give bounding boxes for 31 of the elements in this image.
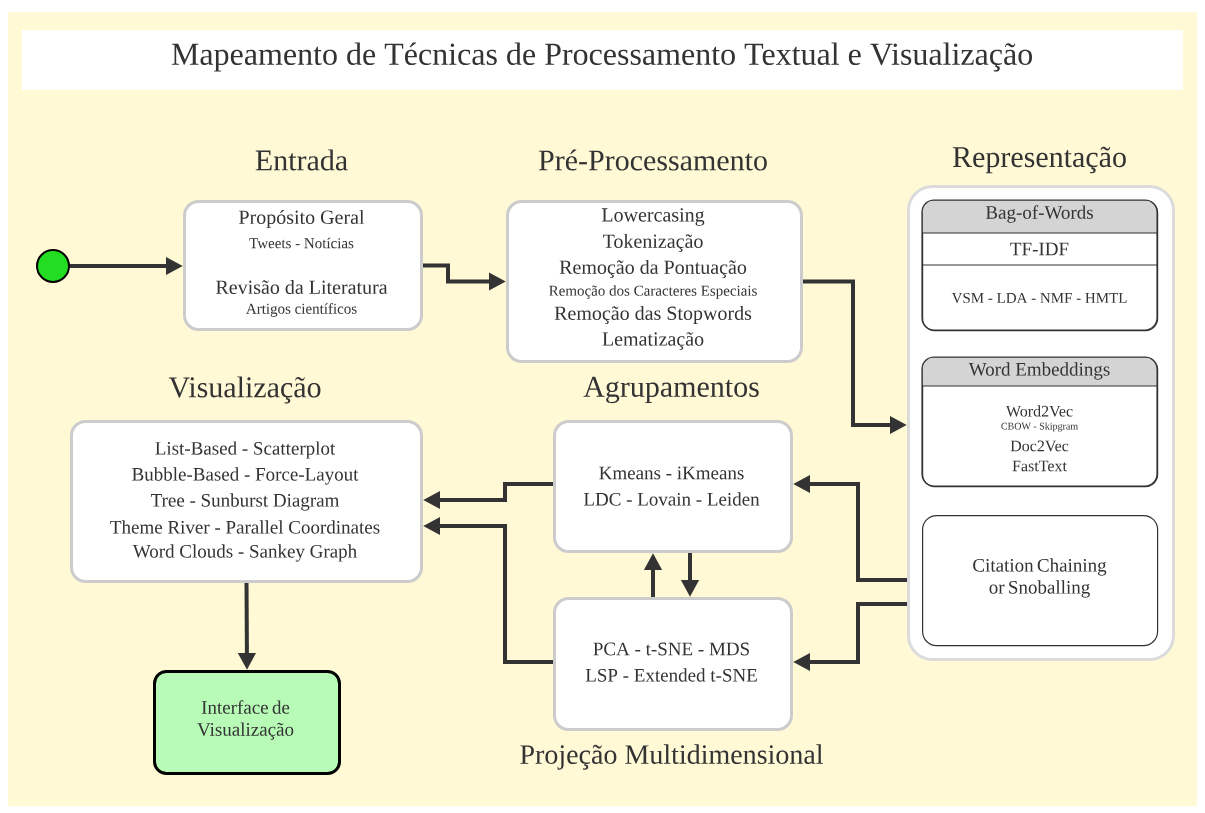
- node-label: Artigos científicos: [246, 303, 357, 317]
- node-label: Lematização: [602, 332, 704, 350]
- section-heading: Pré-Processamento: [538, 149, 767, 171]
- node-label: Tokenização: [602, 233, 703, 253]
- section-heading: Visualização: [168, 376, 321, 404]
- process-box: Lowercasing Tokenização Remoção da Pontuação Remoção dos Caracteres Especiais Remoção das Stopwords Lematização: [506, 200, 803, 363]
- section-heading: Representação: [952, 146, 1126, 174]
- process-box: Kmeans - iKmeans LDC - Lovain - Leiden: [553, 420, 793, 553]
- method-box: Citation Chaining or Snoballing: [922, 515, 1159, 647]
- node-label: Lowercasing: [601, 208, 705, 226]
- title-banner: Mapeamento de Técnicas de Processamento Textual e Visualização: [22, 30, 1183, 90]
- method-card: Word Embeddings Word2Vec CBOW - Skipgram Doc2Vec FastText: [921, 356, 1159, 488]
- node-label: Remoção dos Caracteres Especiais: [549, 285, 757, 299]
- process-box: Propósito Geral Tweets - Notícias Revisão da Literatura Artigos científicos: [183, 200, 423, 331]
- node-label: Theme River - Parallel Coordinates: [110, 520, 380, 534]
- node-label: Bubble-Based - Force-Layout: [132, 467, 359, 485]
- process-box: List-Based - Scatterplot Bubble-Based - Force-Layout Tree - Sunburst Diagram Theme River - Parallel Coordinates Word Clouds - Sankey Graph: [70, 420, 423, 583]
- node-label: Remoção da Pontuação: [559, 259, 747, 279]
- section-heading: Projeção Multidimensional: [520, 744, 823, 770]
- end-box: Interface de Visualização: [153, 670, 341, 775]
- node-label: Revisão da Literatura: [216, 279, 388, 295]
- process-box: PCA - t-SNE - MDS LSP - Extended t-SNE: [553, 597, 793, 731]
- node-label: Tweets - Notícias: [249, 237, 354, 249]
- node-label: Tree - Sunburst Diagram: [150, 493, 340, 511]
- node-label: Remoção das Stopwords: [554, 305, 752, 325]
- method-card: Bag-of-Words TF-IDF VSM - LDA - NMF - HMTL: [921, 199, 1159, 332]
- node-label: Propósito Geral: [239, 209, 365, 229]
- section-heading: Agrupamentos: [583, 376, 759, 404]
- node-label: List-Based - Scatterplot: [155, 441, 336, 459]
- node-label: Word Clouds - Sankey Graph: [132, 544, 357, 562]
- section-heading: Entrada: [255, 149, 348, 171]
